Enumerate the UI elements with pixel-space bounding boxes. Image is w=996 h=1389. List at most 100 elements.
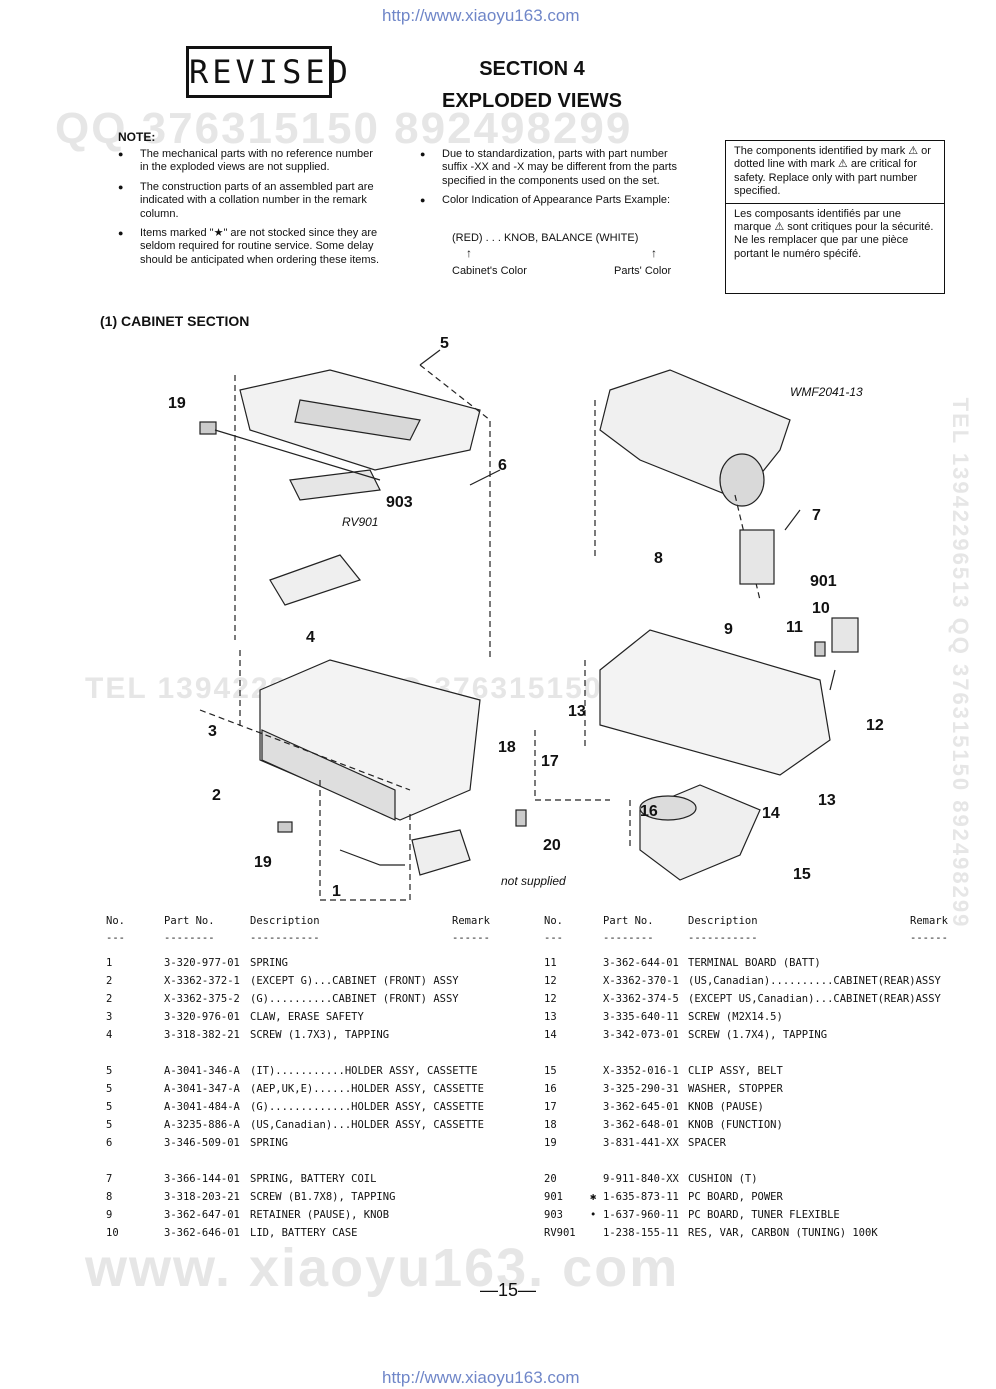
part-desc: KNOB (FUNCTION): [688, 1119, 783, 1131]
note-item: The mechanical parts with no reference n…: [118, 148, 380, 175]
part-no: 15: [544, 1065, 557, 1077]
part-no: 12: [544, 975, 557, 987]
note-item: Due to standardization, parts with part …: [420, 148, 682, 188]
part-desc: SCREW (M2X14.5): [688, 1011, 783, 1023]
part-no: 1: [106, 957, 113, 969]
page-number: —15—: [480, 1280, 537, 1300]
model-code: WMF2041-13: [790, 385, 863, 399]
part-desc: SCREW (1.7X4), TAPPING: [688, 1029, 828, 1041]
part-desc: SPRING: [250, 957, 288, 969]
callout-13: 13: [568, 703, 586, 720]
rule: --------: [164, 932, 215, 944]
note-heading: NOTE:: [118, 130, 156, 144]
col-header-no: No.: [106, 915, 125, 927]
part-desc: SCREW (B1.7X8), TAPPING: [250, 1191, 396, 1203]
part-part: A-3235-886-A: [164, 1119, 240, 1131]
callout-5: 5: [440, 335, 449, 352]
part-no: 16: [544, 1083, 557, 1095]
part-no: 901: [544, 1191, 563, 1203]
cabinet-color-label: Cabinet's Color: [452, 265, 527, 277]
cushion-20: [515, 809, 527, 827]
rule: -----------: [250, 932, 320, 944]
part-no: 10: [106, 1227, 119, 1239]
safety-warning-en: The components identified by mark ⚠ or d…: [734, 145, 931, 198]
part-part: A-3041-347-A: [164, 1083, 240, 1095]
part-no: 14: [544, 1029, 557, 1041]
part-desc: (US,Canadian)...HOLDER ASSY, CASSETTE: [250, 1119, 484, 1131]
part-part: 1-238-155-11: [603, 1227, 679, 1239]
watermark-url-top: http://www.xiaoyu163.com: [382, 6, 580, 25]
flex-board: [289, 469, 381, 501]
part-part: 3-318-382-21: [164, 1029, 240, 1041]
part-part: X-3352-016-1: [603, 1065, 679, 1077]
part-no: 7: [106, 1173, 113, 1185]
revised-stamp: REVISED: [186, 46, 348, 98]
part-part: 3-831-441-XX: [603, 1137, 679, 1149]
callout-16: 16: [640, 803, 658, 820]
part-no: 5: [106, 1119, 113, 1131]
part-no: 5: [106, 1101, 113, 1113]
rule: ------: [452, 932, 490, 944]
part-part: A-3041-484-A: [164, 1101, 240, 1113]
part-part: A-3041-346-A: [164, 1065, 240, 1077]
part-part: 3-318-203-21: [164, 1191, 240, 1203]
part-desc: KNOB (PAUSE): [688, 1101, 764, 1113]
part-desc: (AEP,UK,E)......HOLDER ASSY, CASSETTE: [250, 1083, 484, 1095]
col-header-desc: Description: [688, 915, 758, 927]
part-no: 18: [544, 1119, 557, 1131]
part-desc: (G)..........CABINET (FRONT) ASSY: [250, 993, 459, 1005]
front-cabinet: [259, 659, 481, 821]
callout-2: 2: [212, 787, 221, 804]
belt-clip: [639, 784, 761, 881]
part-part: 3-346-509-01: [164, 1137, 240, 1149]
part-no: 11: [544, 957, 557, 969]
col-header-remark: Remark: [452, 915, 490, 927]
part-no: 19: [544, 1137, 557, 1149]
col-header-no: No.: [544, 915, 563, 927]
callout-10: 10: [812, 600, 830, 617]
part-part: X-3362-370-1: [603, 975, 679, 987]
part-part: X-3362-375-2: [164, 993, 240, 1005]
not-supplied-label: not supplied: [501, 874, 566, 888]
col-header-remark: Remark: [910, 915, 948, 927]
callout-8: 8: [654, 550, 663, 567]
part-no: 13: [544, 1011, 557, 1023]
part-no: 3: [106, 1011, 113, 1023]
exploded-view-diagram: 5 19 903 6 4 3 2 18 19 20 1 7 901 10 8 9…: [168, 335, 884, 901]
callout-18: 18: [498, 739, 516, 756]
part-part: 1-635-873-11: [603, 1191, 679, 1203]
part-part: 9-911-840-XX: [603, 1173, 679, 1185]
spring-1: [339, 849, 405, 866]
color-example: (RED) . . . KNOB, BALANCE (WHITE): [452, 232, 639, 244]
part-part: 3-362-648-01: [603, 1119, 679, 1131]
part-no: 12: [544, 993, 557, 1005]
part-no: 2: [106, 993, 113, 1005]
subsection-title: (1) CABINET SECTION: [100, 313, 250, 329]
part-part: 3-325-290-31: [603, 1083, 679, 1095]
callout-4: 4: [306, 629, 315, 646]
part-mark: •: [590, 1209, 597, 1221]
part-part: 3-320-976-01: [164, 1011, 240, 1023]
part-desc: (EXCEPT US,Canadian)...CABINET(REAR)ASSY: [688, 993, 941, 1005]
callout-19b: 19: [254, 854, 272, 871]
watermark-qq: QQ 376315150 892498299: [55, 104, 633, 153]
part-part: 3-362-647-01: [164, 1209, 240, 1221]
part-no: 9: [106, 1209, 113, 1221]
page-title: EXPLODED VIEWS: [441, 90, 623, 112]
part-desc: SCREW (1.7X3), TAPPING: [250, 1029, 390, 1041]
part-desc: RES, VAR, CARBON (TUNING) 100K: [688, 1227, 878, 1239]
rule: -----------: [688, 932, 758, 944]
part-desc: (G).............HOLDER ASSY, CASSETTE: [250, 1101, 484, 1113]
callout-12: 12: [866, 717, 884, 734]
watermark-url-bottom: http://www.xiaoyu163.com: [382, 1368, 580, 1387]
note-left: The mechanical parts with no reference n…: [118, 148, 380, 273]
part-part: 3-320-977-01: [164, 957, 240, 969]
callout-14: 14: [762, 805, 780, 822]
holder-plate: [269, 554, 362, 606]
spacer-19: [199, 421, 217, 435]
parts-color-label: Parts' Color: [614, 265, 672, 277]
part-desc: CLIP ASSY, BELT: [688, 1065, 783, 1077]
part-desc: LID, BATTERY CASE: [250, 1227, 358, 1239]
col-header-part: Part No.: [603, 915, 654, 927]
rule: ---: [106, 932, 125, 944]
